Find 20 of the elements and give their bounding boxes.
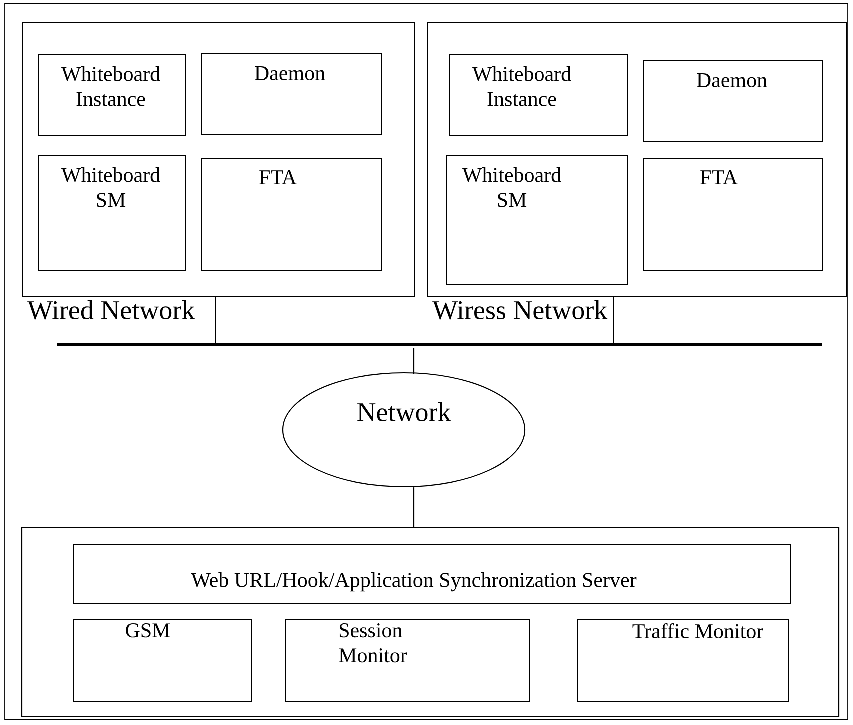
connector-line [613,297,614,344]
component-box: Daemon [201,53,382,136]
node-label: Wiress Network [432,300,608,320]
connector-line [413,488,415,528]
connector-line [215,297,216,344]
node-label: Wired Network [28,300,196,320]
component-box: FTA [643,158,824,272]
component-box: Session Monitor [285,619,530,702]
component-box: GSM [73,619,252,702]
component-box: Whiteboard Instance [38,54,186,136]
server-box [21,527,840,718]
component-box: Whiteboard SM [38,155,186,272]
component-box: Whiteboard Instance [449,54,628,136]
connector-line [413,348,415,374]
component-box: Whiteboard SM [446,155,628,286]
component-box: FTA [201,158,382,272]
component-box: Web URL/Hook/Application Synchronization Server [73,544,792,604]
component-box: Traffic Monitor [577,619,790,702]
bus-line [57,344,822,346]
component-box: Daemon [643,60,824,142]
